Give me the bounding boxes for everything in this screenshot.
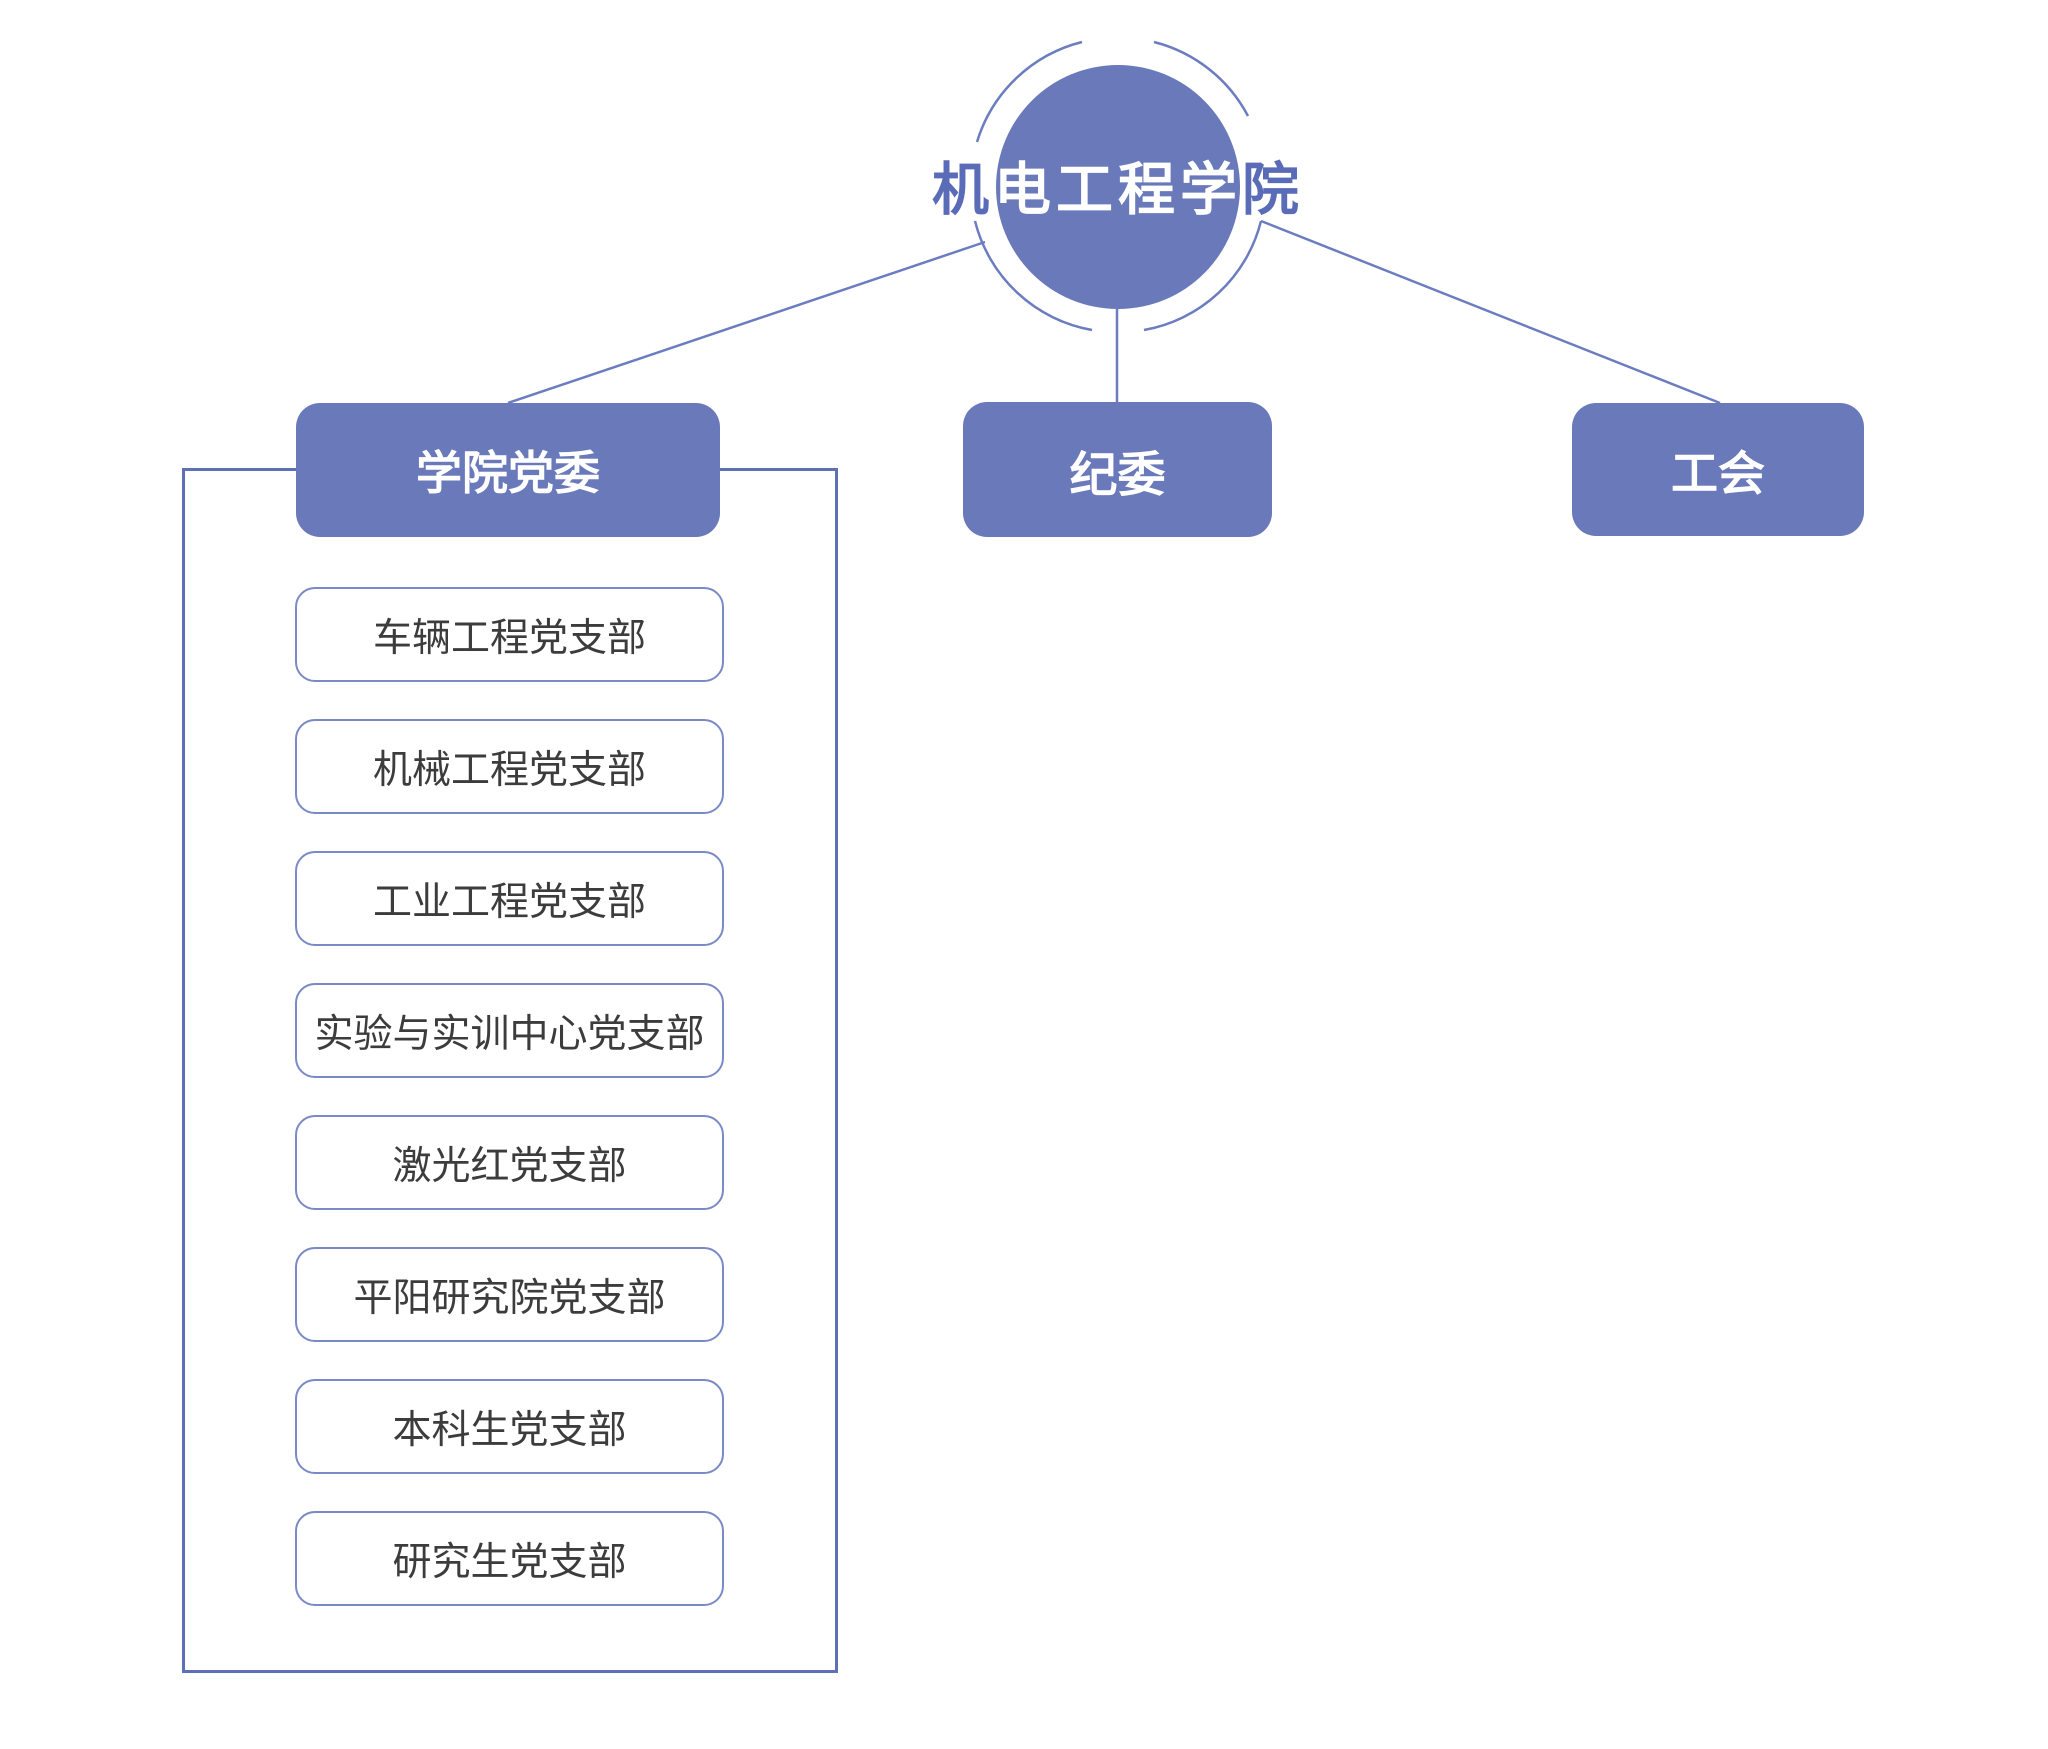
subnode-lab-training-center-branch: 实验与实训中心党支部 [295, 983, 724, 1078]
subnode-industrial-engineering-branch: 工业工程党支部 [295, 851, 724, 946]
node-labor-union: 工会 [1572, 403, 1864, 536]
connector-root-to-labor-union [1260, 219, 1721, 405]
connector-root-to-party-committee [507, 240, 986, 405]
subnode-mechanical-engineering-branch: 机械工程党支部 [295, 719, 724, 814]
root-ring-arc-se [1143, 220, 1263, 332]
root-node-circle [996, 65, 1240, 309]
subnode-pingyang-research-institute-branch: 平阳研究院党支部 [295, 1247, 724, 1342]
root-ring-arc-sw [973, 220, 1093, 332]
node-discipline-committee: 纪委 [963, 402, 1272, 537]
root-node-title: 机电工程学院 [932, 158, 1304, 222]
root-node-title-overlay: 机电工程学院 [932, 158, 1304, 222]
root-ring [973, 40, 1263, 332]
root-ring-arc-ne [1153, 40, 1250, 117]
subnode-undergraduate-branch: 本科生党支部 [295, 1379, 724, 1474]
subnode-laser-red-branch: 激光红党支部 [295, 1115, 724, 1210]
node-college-party-committee: 学院党委 [296, 403, 720, 537]
subnode-vehicle-engineering-branch: 车辆工程党支部 [295, 587, 724, 682]
subnode-graduate-branch: 研究生党支部 [295, 1511, 724, 1606]
root-ring-arc-nw [975, 40, 1083, 143]
